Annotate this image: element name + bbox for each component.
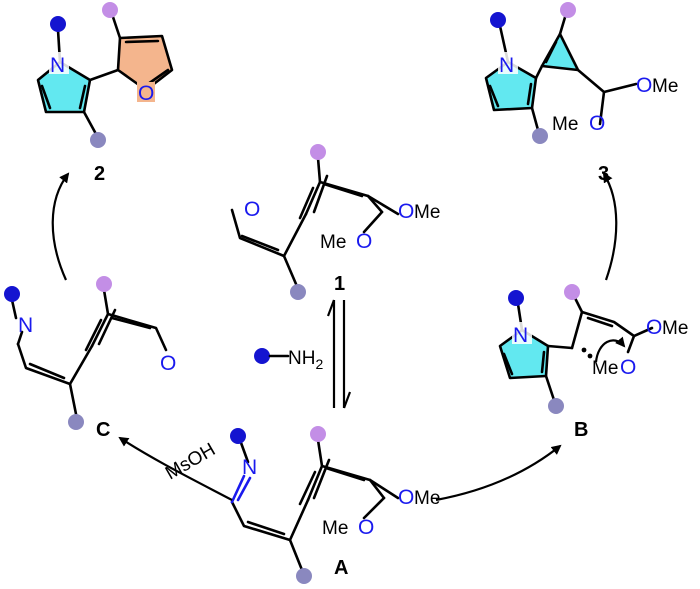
atom-O: O (589, 112, 605, 135)
intermediate-B-structure: N O Me Me O B (498, 284, 688, 441)
atom-O: O (160, 352, 176, 375)
atom-O: O (646, 316, 662, 339)
atom-O: O (398, 486, 414, 509)
lilac-substituent (564, 284, 580, 300)
group-Me: Me (414, 202, 440, 223)
atom-N: N (499, 54, 514, 77)
group-Me: Me (322, 518, 348, 539)
blue-substituent (490, 12, 506, 28)
atom-N: N (50, 54, 65, 77)
blue-substituent (50, 16, 66, 32)
intermediate-label-B: B (574, 419, 588, 441)
compound-label-1: 1 (334, 273, 345, 295)
arrow-B-to-3 (602, 172, 618, 281)
intermediate-label-C: C (96, 419, 110, 441)
compound-3-structure: N O Me Me O 3 (484, 2, 678, 185)
group-Me: Me (592, 358, 618, 379)
group-Me: Me (414, 488, 440, 509)
intermediate-label-A: A (334, 557, 348, 579)
slate-substituent (68, 414, 84, 430)
blue-substituent (230, 428, 246, 444)
atom-O: O (244, 198, 260, 221)
equilibrium-arrows (326, 299, 352, 409)
compound-1-structure: O O Me Me O 1 (230, 144, 440, 300)
arrow-C-to-2 (51, 172, 70, 281)
group-Me: Me (320, 232, 346, 253)
amine-NH2: NH2 (288, 348, 323, 372)
cyclopropene-ring-fill (542, 34, 578, 70)
intermediate-A-structure: N O Me Me O A (230, 426, 440, 584)
atom-N: N (513, 324, 528, 347)
amine-reagent: NH2 (254, 348, 323, 372)
blue-substituent (508, 290, 524, 306)
arrow-A-to-C (118, 436, 233, 501)
atom-O: O (358, 516, 374, 539)
slate-substituent (90, 132, 106, 148)
lilac-substituent (560, 2, 576, 18)
slate-substituent (532, 128, 548, 144)
blue-substituent (254, 348, 270, 364)
slate-substituent (548, 398, 564, 414)
carbene-lone-pair (581, 347, 587, 353)
compound-2-structure: N O 2 (36, 2, 174, 185)
group-Me: Me (662, 318, 688, 339)
electron-push-arrow (594, 336, 626, 363)
compound-label-2: 2 (94, 163, 105, 185)
blue-substituent (4, 286, 20, 302)
slate-substituent (290, 284, 306, 300)
lilac-substituent (310, 426, 326, 442)
atom-N: N (242, 456, 257, 479)
lilac-substituent (310, 144, 326, 160)
atom-N: N (18, 314, 33, 337)
lilac-substituent (96, 276, 112, 292)
arrow-A-to-B (435, 444, 562, 502)
carbene-lone-pair (587, 353, 593, 359)
atom-O: O (138, 82, 154, 105)
lilac-substituent (102, 2, 118, 18)
pyrrole-ring-fill (38, 62, 90, 112)
atom-O: O (356, 230, 372, 253)
atom-O: O (620, 356, 636, 379)
intermediate-C-structure: N O C (4, 276, 176, 441)
slate-substituent (296, 568, 312, 584)
atom-O: O (398, 200, 414, 223)
group-Me: Me (652, 76, 678, 97)
group-Me: Me (552, 114, 578, 135)
atom-O: O (636, 74, 652, 97)
